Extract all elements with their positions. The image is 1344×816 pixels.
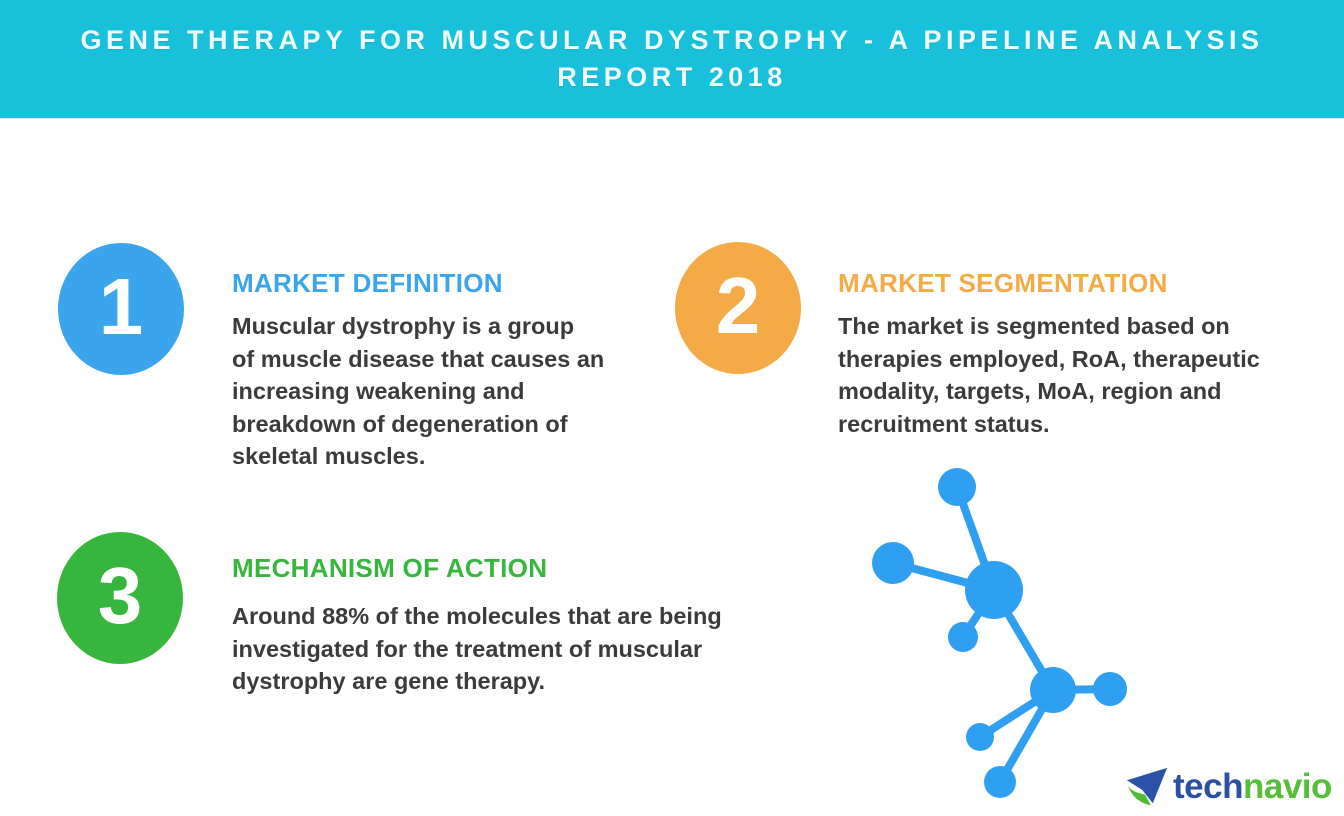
step-3-body-text: Around 88% of the molecules that are bei…: [232, 603, 722, 694]
step-2-body-text: The market is segmented based on therapi…: [838, 313, 1260, 437]
step-1-number-badge: 1: [58, 243, 184, 375]
step-2-heading: MARKET SEGMENTATION: [838, 268, 1168, 298]
header-banner: GENE THERAPY FOR MUSCULAR DYSTROPHY - A …: [0, 0, 1344, 119]
molecule-network-icon: [872, 468, 1127, 798]
logo-text-tech: tech: [1173, 767, 1243, 806]
step-2-number: 2: [715, 261, 761, 350]
step-1-market-definition: MARKET DEFINITION Muscular dystrophy is …: [232, 268, 662, 473]
technavio-arrow-icon: [1126, 767, 1168, 806]
page-title: GENE THERAPY FOR MUSCULAR DYSTROPHY - A …: [80, 25, 1264, 92]
technavio-wordmark: technavio: [1173, 764, 1332, 810]
step-2-number-badge: 2: [675, 242, 801, 374]
logo-text-navio: navio: [1242, 767, 1332, 806]
step-1-number: 1: [98, 262, 144, 351]
step-3-heading: MECHANISM OF ACTION: [232, 553, 548, 583]
step-3-number-badge: 3: [57, 532, 183, 664]
step-1-heading: MARKET DEFINITION: [232, 268, 503, 298]
step-2-market-segmentation: MARKET SEGMENTATION The market is segmen…: [838, 268, 1308, 440]
technavio-logo: technavio: [1124, 764, 1332, 810]
step-1-body-text: Muscular dystrophy is a group of muscle …: [232, 313, 605, 469]
step-3-mechanism-of-action: MECHANISM OF ACTION Around 88% of the mo…: [232, 553, 772, 698]
step-3-number: 3: [97, 551, 143, 640]
